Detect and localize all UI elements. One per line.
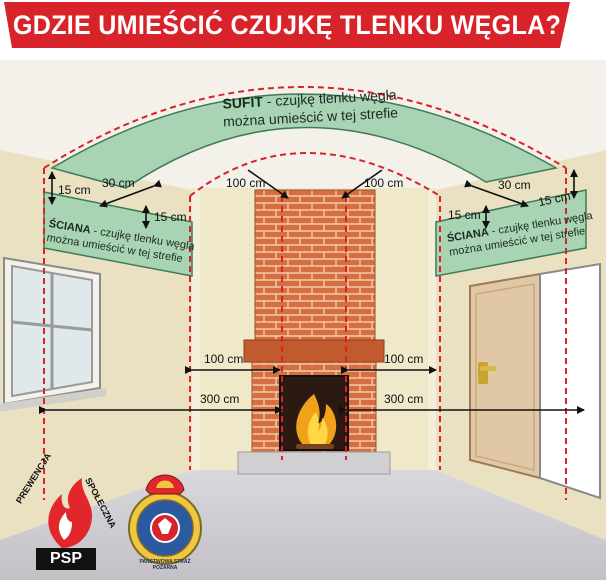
ceiling-zone [50,93,559,189]
dim-ceiling-gap-right: 30 cm [498,178,531,192]
dim-ceiling-gap-left: 30 cm [102,176,135,190]
dashed-boundaries [43,86,567,500]
page-title: GDZIE UMIEŚCIĆ CZUJKĘ TLENKU WĘGLA? [12,9,562,40]
chimney [254,189,376,341]
dim-fireplace-left-100: 100 cm [204,352,244,366]
door-illustration [469,262,601,500]
fire-service-emblem-icon [128,474,202,565]
dim-left-15-inner: 15 cm [154,210,187,224]
psp-short: PSP [49,550,82,567]
fire-service-ring-text: PAŃSTWOWA STRAŻ POŻARNA [139,559,191,571]
window-illustration [0,256,106,412]
dim-fireplace-right-300: 300 cm [384,392,424,406]
dim-fireplace-right-100: 100 cm [384,352,424,366]
dim-right-15-inner: 15 cm [448,208,481,222]
psp-logo [36,478,96,570]
ceiling-zone-keyword: SUFIT [222,93,264,112]
dim-fireplace-left-300: 300 cm [200,392,240,406]
dim-chimney-left: 100 cm [226,176,266,190]
right-wall-zone [435,189,587,277]
hearth [237,451,391,475]
title-banner [4,2,570,48]
flame-icon [296,394,337,449]
dim-left-15-top: 15 cm [58,183,91,197]
dim-chimney-right: 100 cm [364,176,404,190]
mantel [243,339,385,363]
dimension-arrows [39,169,585,414]
